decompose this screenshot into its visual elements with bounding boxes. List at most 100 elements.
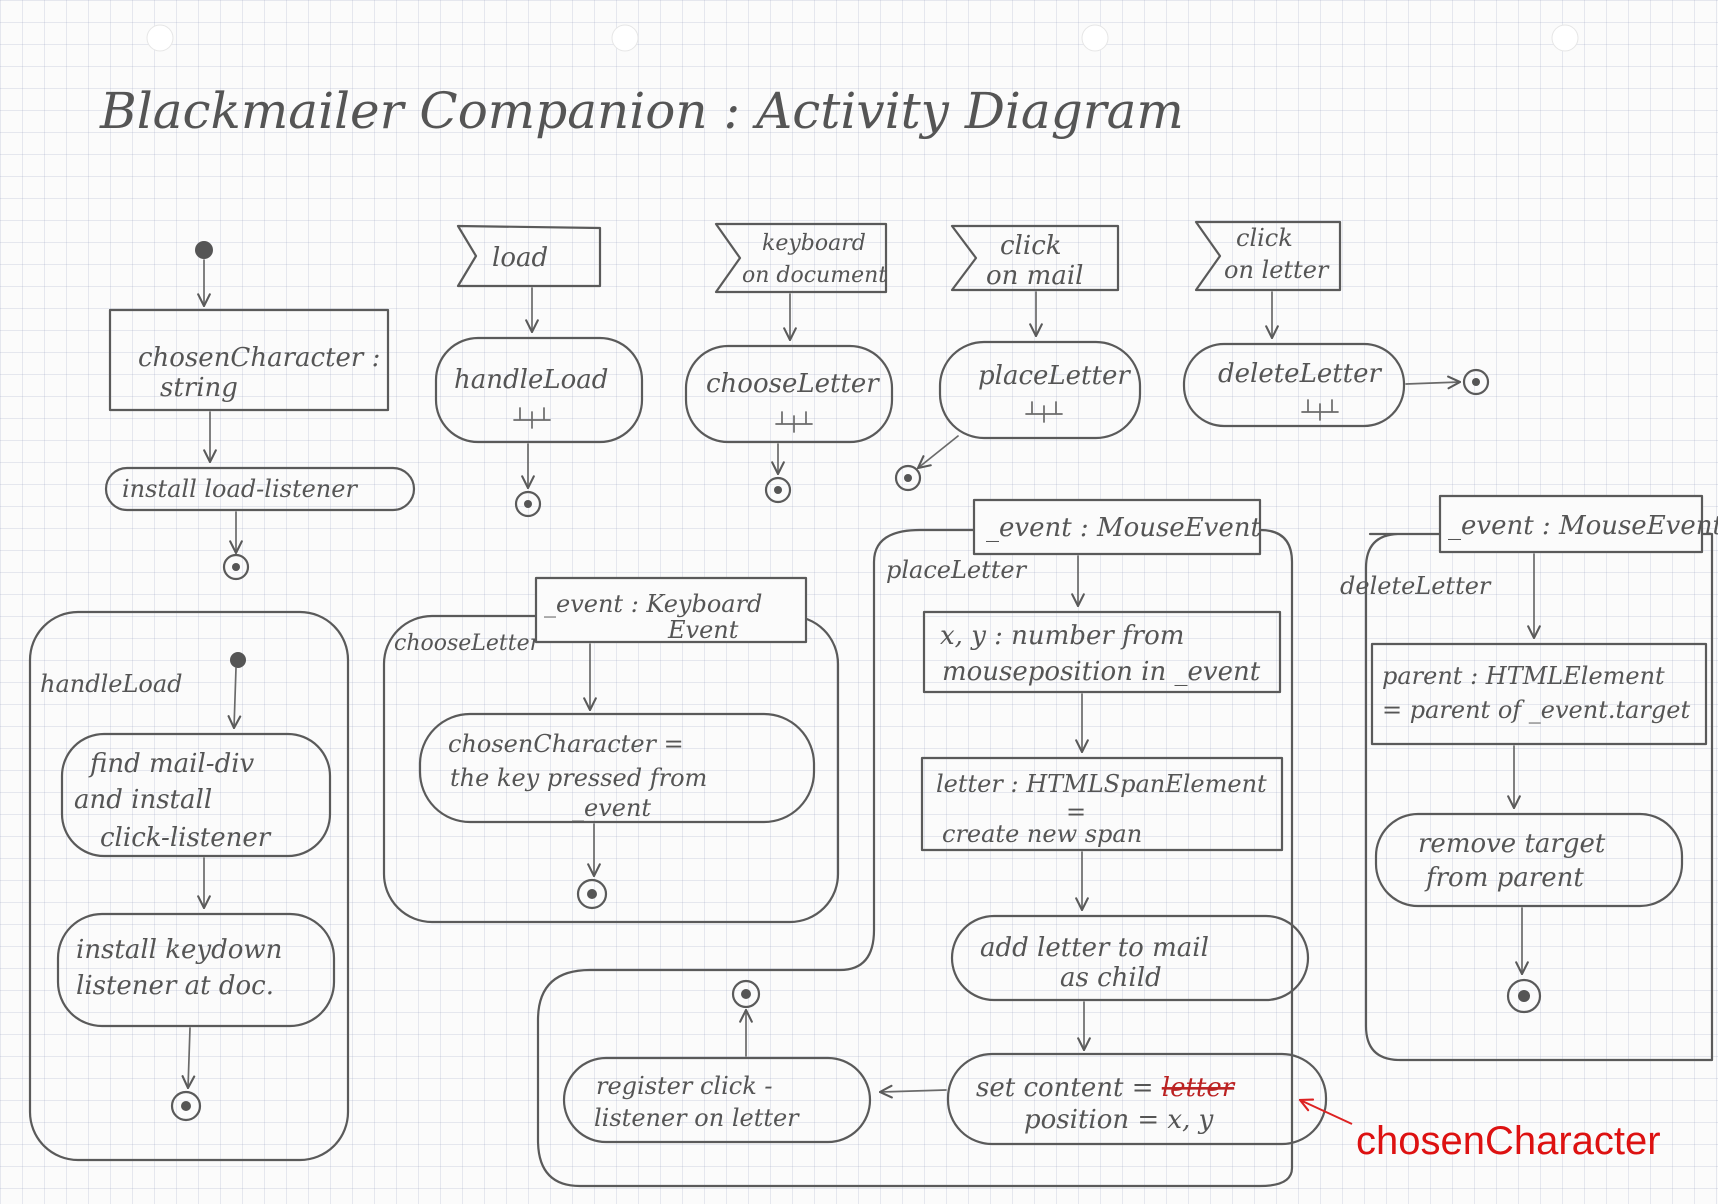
initial-node [195,241,213,259]
handle-load-activity: handleLoad find mail-div and install cli… [28,610,350,1162]
create-span-line-2: = [1066,798,1086,826]
find-mail-div-line-3: click-listener [100,823,272,853]
correction-text: chosenCharacter [1356,1119,1661,1163]
call-behavior-icon [1301,399,1339,421]
main-flow: chosenCharacter : string install load-li… [104,241,416,581]
final-node [1506,978,1542,1014]
handle-load-call-label: handleLoad [454,365,608,395]
call-behavior-icon [1025,401,1063,423]
find-mail-div-line-2: and install [74,785,212,815]
final-node [731,979,761,1009]
register-click-line-2: listener on letter [594,1104,800,1132]
register-click-listener-action [562,1056,872,1144]
final-node [764,476,792,504]
struck-letter-text: letter [1162,1073,1236,1103]
click-letter-event-flow: click on letter deleteLetter [1182,220,1490,428]
binder-holes [146,24,1579,52]
chosen-character-variable [108,308,390,412]
place-letter-activity: placeLetter _event : MouseEvent x, y : n… [536,498,1328,1188]
parent-element-line-1: parent : HTMLElement [1382,662,1665,690]
place-letter-call [938,340,1142,440]
click-letter-signal-line-2: on letter [1224,256,1330,284]
diagram-title: Blackmailer Companion : Activity Diagram [99,82,1184,140]
delete-letter-frame [1364,532,1714,1062]
mouse-position-line-2: mouseposition in _event [942,657,1261,687]
place-letter-activity-name: placeLetter [886,556,1028,584]
choose-letter-call-label: chooseLetter [706,369,880,399]
keyboard-event-parameter [534,576,808,644]
delete-letter-call-label: deleteLetter [1218,359,1383,389]
handle-load-activity-name: handleLoad [40,670,183,698]
call-behavior-icon [513,407,551,429]
load-event-flow: load handleLoad [434,224,644,518]
delete-letter-call [1182,342,1406,428]
final-node [222,553,250,581]
create-span-line-3: create new span [942,820,1142,848]
create-span-action [920,756,1284,852]
choose-letter-activity: chooseLetter _event : Keyboard Event cho… [382,576,840,924]
mouse-event-parameter [1438,494,1704,554]
click-mail-signal-line-1: click [1000,231,1062,261]
remove-target-line-2: from parent [1424,863,1584,893]
install-keydown-line-2: listener at doc. [76,971,274,1001]
correction-annotation: chosenCharacter [1300,1100,1661,1163]
chosen-character-assignment [418,712,816,824]
add-letter-to-mail-action [950,914,1310,1002]
install-load-listener-action [104,466,416,512]
handle-load-frame [28,610,350,1162]
find-mail-div-line-1: find mail-div [88,749,255,779]
declaration-line-2: string [160,373,238,403]
keyboard-signal [714,222,888,294]
click-letter-signal [1194,220,1342,292]
mouse-event-parameter [972,498,1262,556]
mouse-event-param-label: _event : MouseEvent [986,513,1261,543]
declaration-line-1: chosenCharacter : [138,343,380,373]
final-node [170,1090,202,1122]
click-mail-signal [950,224,1120,292]
click-mail-event-flow: click on mail placeLetter [894,224,1142,492]
find-mail-div-action [60,732,332,858]
keyboard-event-param-line-1: _event : Keyboard [544,590,762,618]
mouse-position-action [922,610,1282,694]
choose-letter-activity-name: chooseLetter [394,631,542,656]
assignment-line-1: chosenCharacter = [448,730,684,758]
set-content-line-1: set content = letter [976,1073,1236,1103]
keyboard-signal-line-1: keyboard [762,231,866,256]
install-load-listener-label: install load-listener [122,475,358,503]
mouse-position-line-1: x, y : number from [940,621,1184,651]
final-node [894,464,922,492]
choose-letter-call [684,344,894,444]
parent-element-line-2: = parent of _event.target [1382,696,1690,724]
keyboard-event-flow: keyboard on document chooseLetter [684,222,894,504]
final-node [1462,368,1490,396]
add-letter-line-2: as child [1060,963,1162,993]
delete-letter-activity-name: deleteLetter [1340,572,1492,600]
call-behavior-icon [775,411,813,433]
assignment-line-2: the key pressed from [450,764,707,792]
remove-target-action [1374,812,1684,908]
remove-target-line-1: remove target [1418,829,1606,859]
initial-node [230,652,246,668]
assignment-line-3: _event [572,794,651,822]
keyboard-event-param-line-2: Event [667,616,739,644]
place-letter-call-label: placeLetter [978,361,1131,391]
keyboard-signal-line-2: on document [742,263,887,288]
place-letter-frame [536,528,1294,1188]
correction-arrow [1300,1100,1353,1125]
load-signal-label: load [492,243,548,273]
set-content-line-2: position = x, y [1024,1105,1214,1135]
load-signal [456,224,602,288]
create-span-line-1: letter : HTMLSpanElement [936,770,1267,798]
click-letter-signal-line-1: click [1236,224,1293,252]
final-node [514,490,542,518]
mouse-event-param-label: _event : MouseEvent [1448,511,1718,541]
install-keydown-line-1: install keydown [76,935,282,965]
register-click-line-1: register click - [596,1072,773,1100]
set-content-action [946,1052,1328,1146]
delete-letter-activity: deleteLetter _event : MouseEvent parent … [1340,494,1718,1062]
click-mail-signal-line-2: on mail [986,261,1083,291]
install-keydown-action [56,912,336,1028]
add-letter-line-1: add letter to mail [980,933,1209,963]
final-node [576,878,608,910]
